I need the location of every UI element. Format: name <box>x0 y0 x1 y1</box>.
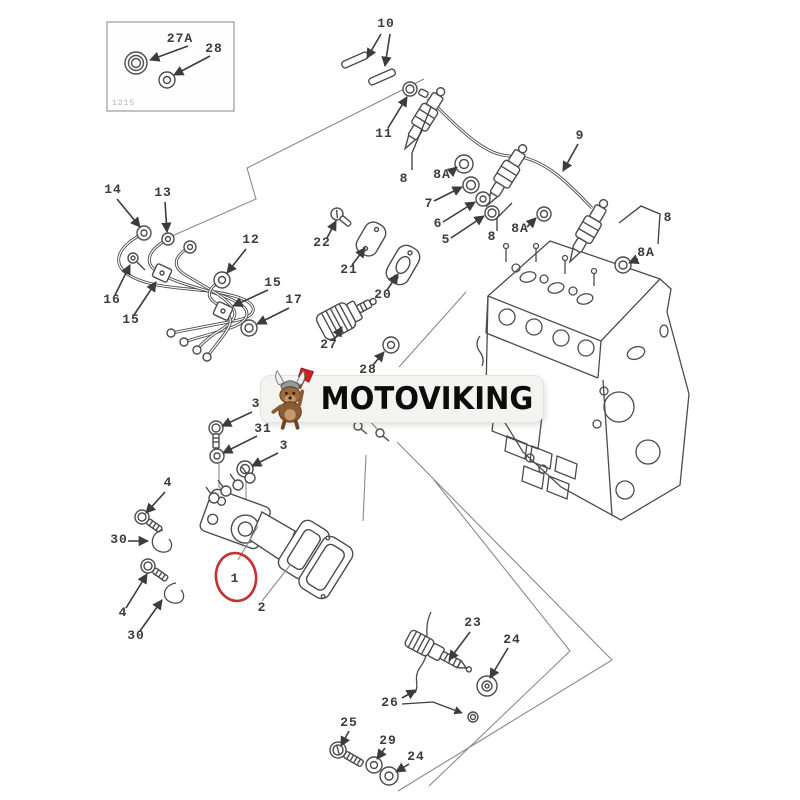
banjo-fittings <box>136 225 231 362</box>
callout-8a-6: 8A <box>433 167 451 182</box>
callout-8-5: 8 <box>400 171 409 186</box>
callout-5-9: 5 <box>442 232 451 247</box>
watermark-brand-text: MOTOVIKING <box>320 381 533 417</box>
callout-12-16: 12 <box>242 232 260 247</box>
callout-30-34: 30 <box>127 628 145 643</box>
nut-11 <box>402 81 429 98</box>
callout-11-3: 11 <box>375 126 393 141</box>
nut-7 <box>462 176 480 194</box>
washer-24a <box>476 675 498 697</box>
callout-9-4: 9 <box>576 128 585 143</box>
valve-23 <box>404 629 473 673</box>
clamp-30b <box>163 582 185 604</box>
washer-29 <box>365 756 383 774</box>
callout-17-20: 17 <box>285 292 303 307</box>
washer-24b <box>379 766 399 786</box>
washer-28-inset <box>158 71 176 89</box>
gasket-2 <box>298 535 354 600</box>
inset-code: 1215 <box>112 99 135 108</box>
injection-pump <box>199 466 330 580</box>
callout-2-32: 2 <box>258 600 267 615</box>
nut-3 <box>236 460 254 478</box>
callout-3-26: 3 <box>252 396 261 411</box>
wire-clip <box>414 611 432 694</box>
clamp-15b <box>212 301 234 321</box>
washer-6 <box>475 191 491 207</box>
callout-8-10: 8 <box>488 229 497 244</box>
bolt-4b <box>140 558 169 582</box>
solenoid-27 <box>315 297 377 341</box>
washer-8a-right <box>614 256 632 274</box>
callout-8a-11: 8A <box>511 221 529 236</box>
nut-26 <box>467 711 479 723</box>
callout-23-35: 23 <box>464 615 482 630</box>
washer-28-solenoid <box>382 336 400 354</box>
connector-lines <box>171 78 613 792</box>
nut-17 <box>240 319 258 337</box>
callout-31-27: 31 <box>254 421 272 436</box>
clamp-30a <box>151 529 173 553</box>
washer-31 <box>209 448 225 464</box>
callout-20-23: 20 <box>374 287 392 302</box>
callout-14-14: 14 <box>104 182 122 197</box>
pins-10 <box>341 51 396 86</box>
callout-24-36: 24 <box>503 632 521 647</box>
callout-27-24: 27 <box>320 337 338 352</box>
callout-28-1: 28 <box>205 41 223 56</box>
callout-28-25: 28 <box>359 362 377 377</box>
callout-4-29: 4 <box>164 475 173 490</box>
highlight-circle <box>214 551 258 603</box>
callout-21-22: 21 <box>340 262 358 277</box>
nut-27a <box>124 51 148 75</box>
gasket-20 <box>385 244 421 286</box>
callout-6-8: 6 <box>434 216 443 231</box>
callout-1-31: 1 <box>231 571 240 586</box>
callout-27a-0: 27A <box>167 31 193 46</box>
callout-29-39: 29 <box>379 733 397 748</box>
callout-15-19: 15 <box>264 275 282 290</box>
callout-13-15: 13 <box>154 185 172 200</box>
callout-15-18: 15 <box>122 312 140 327</box>
cover-plate-21 <box>355 221 387 257</box>
banjo-bolt-16 <box>127 252 146 271</box>
callout-8-12: 8 <box>664 210 673 225</box>
bolt-25 <box>329 741 364 767</box>
inset-box <box>106 21 235 112</box>
callout-16-17: 16 <box>103 292 121 307</box>
callout-22-21: 22 <box>313 235 331 250</box>
clamp-15a <box>151 263 173 283</box>
callout-7-7: 7 <box>425 196 434 211</box>
watermark-motoviking: MOTOVIKING <box>261 367 543 430</box>
leader-lines <box>114 33 661 773</box>
callout-30-30: 30 <box>110 532 128 547</box>
washer-8a-left <box>454 154 474 174</box>
callout-26-37: 26 <box>381 695 399 710</box>
callout-4-33: 4 <box>119 605 128 620</box>
callout-24-40: 24 <box>407 749 425 764</box>
callout-8a-13: 8A <box>637 245 655 260</box>
nut-5 <box>484 205 500 221</box>
washer-8a-mid <box>536 206 552 222</box>
callout-3-28: 3 <box>280 438 289 453</box>
bolt-3 <box>208 420 224 449</box>
bolt-22 <box>330 207 352 227</box>
bolt-4a <box>134 509 163 533</box>
viking-mascot-icon <box>271 367 315 430</box>
callout-10-2: 10 <box>377 16 395 31</box>
engine-block <box>476 240 690 521</box>
callout-25-38: 25 <box>340 715 358 730</box>
